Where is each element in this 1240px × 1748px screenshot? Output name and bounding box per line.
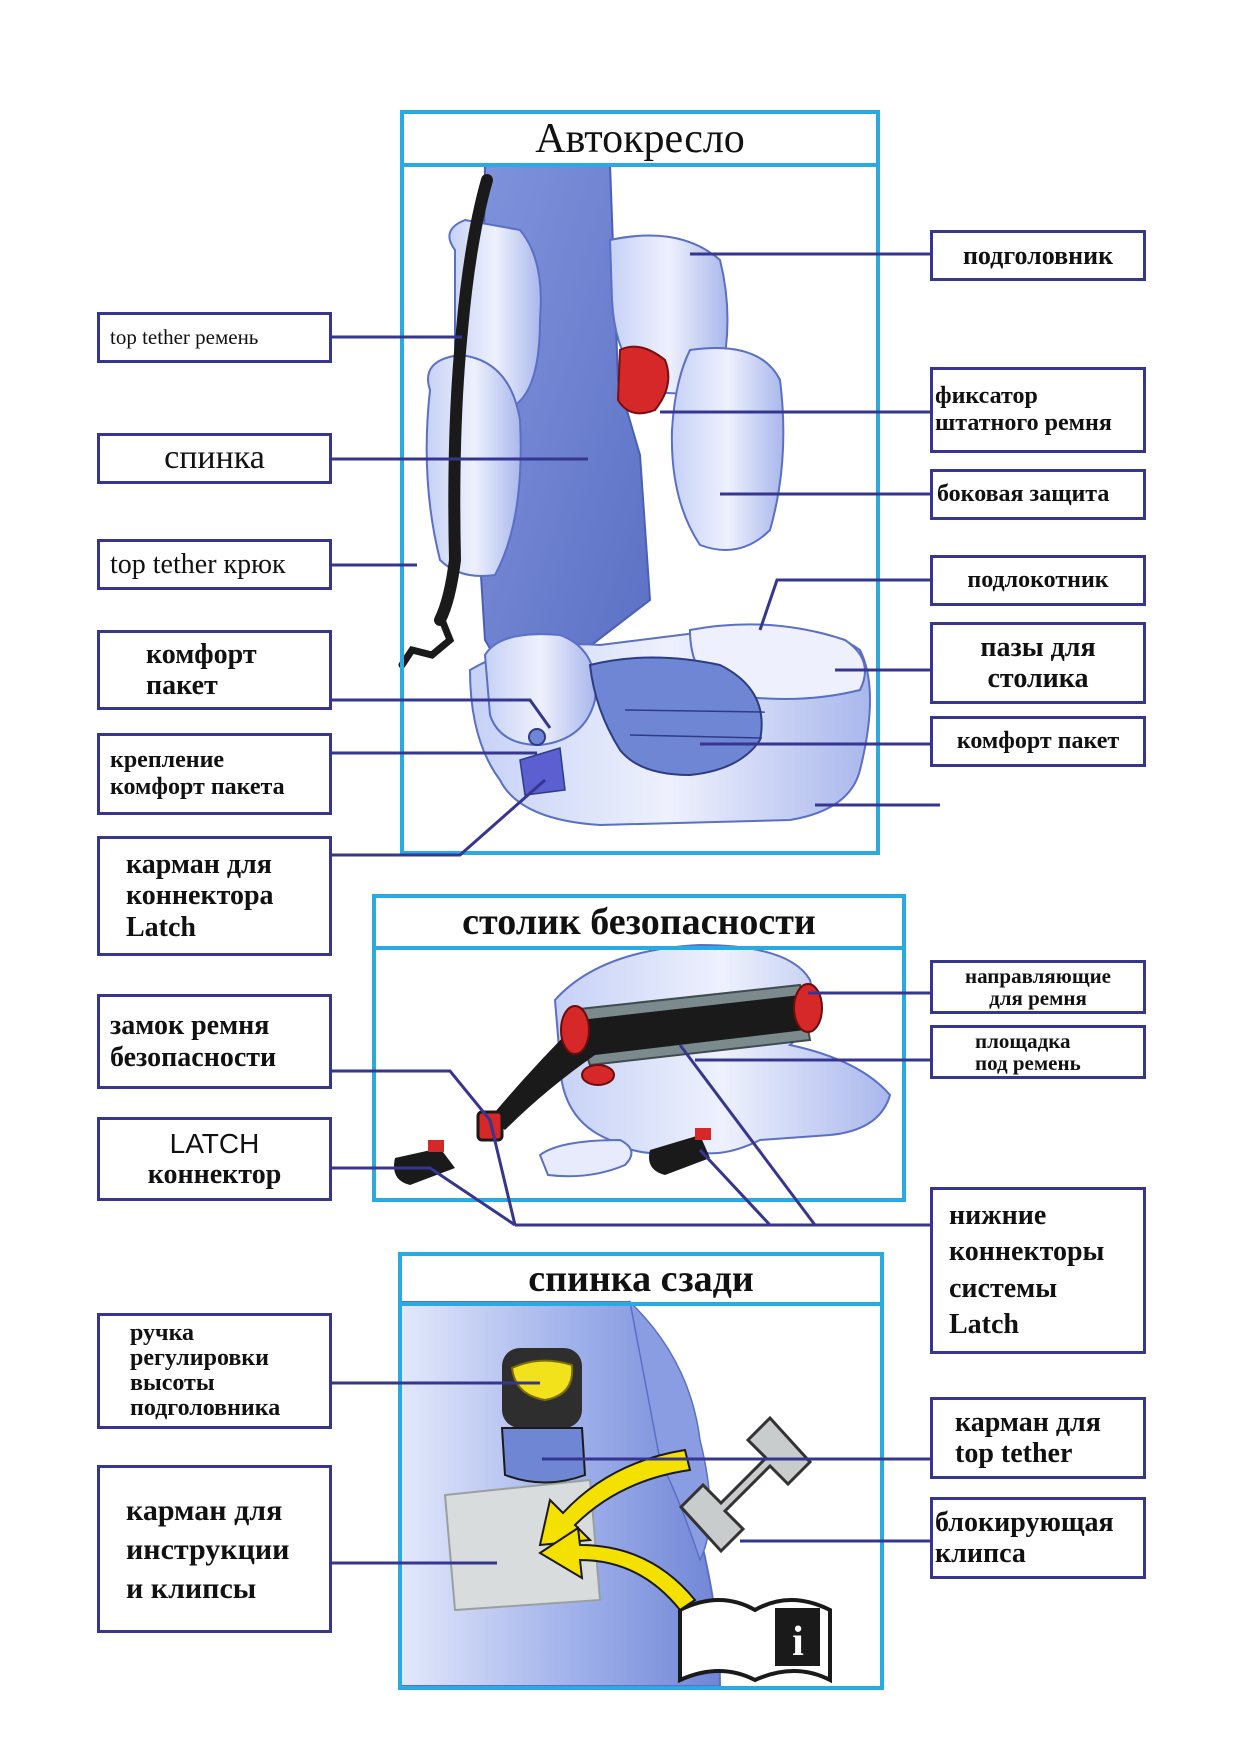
- seat-back-panel: [398, 1252, 884, 1690]
- comfort-pack-shape: [588, 656, 763, 777]
- locking-clip-shape: [678, 1415, 813, 1554]
- safety-table-panel-title: столик безопасности: [376, 898, 902, 950]
- label-belt-guide: фиксатор штатного ремня: [930, 367, 1146, 453]
- seat-back-title-text: спинка сзади: [528, 1258, 754, 1300]
- top-tether-strap-shape: [434, 174, 493, 626]
- table-belt-shape: [490, 995, 805, 1130]
- label-backrest: спинка: [97, 433, 332, 484]
- label-belt-guides-table: направляющие для ремня: [930, 960, 1146, 1014]
- top-tether-hook-shape: [398, 611, 455, 669]
- car-seat-title-text: Автокресло: [535, 115, 745, 162]
- label-comfort-pack-right: комфорт пакет: [930, 716, 1146, 767]
- label-comfort-pack-left: комфорт пакет: [97, 630, 332, 710]
- arrow-book-to-pocket: [538, 1526, 697, 1612]
- label-armrest: подлокотник: [930, 555, 1146, 606]
- label-tether-pocket: карман для top tether: [930, 1397, 1146, 1479]
- label-top-tether-strap: top tether ремень: [97, 312, 332, 363]
- svg-text:i: i: [792, 1619, 804, 1665]
- label-latch-pocket: карман для коннектора Latch: [97, 836, 332, 956]
- seat-back-panel-title: спинка сзади: [402, 1256, 880, 1306]
- table-lower-arm-shape: [538, 1138, 633, 1178]
- car-seat-panel: [400, 110, 880, 855]
- label-side-protection: боковая защита: [930, 469, 1146, 520]
- label-lower-connectors: нижние коннекторы системы Latch: [930, 1187, 1146, 1354]
- label-belt-pad: площадка под ремень: [930, 1025, 1146, 1079]
- label-top-tether-hook: top tether крюк: [97, 539, 332, 590]
- label-latch-connector: LATCH коннектор: [97, 1117, 332, 1201]
- table-belt-guide-bottom: [581, 1064, 615, 1086]
- label-headrest: подголовник: [930, 230, 1146, 281]
- car-seat-panel-title: Автокресло: [404, 114, 876, 167]
- label-comfort-pack-mount: крепление комфорт пакета: [97, 733, 332, 815]
- belt-guide-clip-shape: [616, 345, 670, 415]
- top-tether-pocket-shape: [500, 1427, 587, 1484]
- safety-table-title-text: столик безопасности: [462, 901, 816, 943]
- side-wing-right-shape: [670, 347, 785, 551]
- safety-table-panel: [372, 894, 906, 1202]
- label-table-slots: пазы для столика: [930, 622, 1146, 704]
- seat-back-illustration: i: [399, 1299, 832, 1687]
- label-manual-pocket: карман для инструкции и клипсы: [97, 1465, 332, 1633]
- label-buckle: замок ремня безопасности: [97, 994, 332, 1089]
- label-headrest-handle: ручка регулировки высоты подголовника: [97, 1313, 332, 1429]
- label-locking-clip: блокирующая клипса: [930, 1497, 1146, 1579]
- table-belt-guide-right: [793, 983, 823, 1033]
- table-belt-guide-left: [560, 1005, 590, 1055]
- comfort-pack-mount-knob: [528, 728, 546, 746]
